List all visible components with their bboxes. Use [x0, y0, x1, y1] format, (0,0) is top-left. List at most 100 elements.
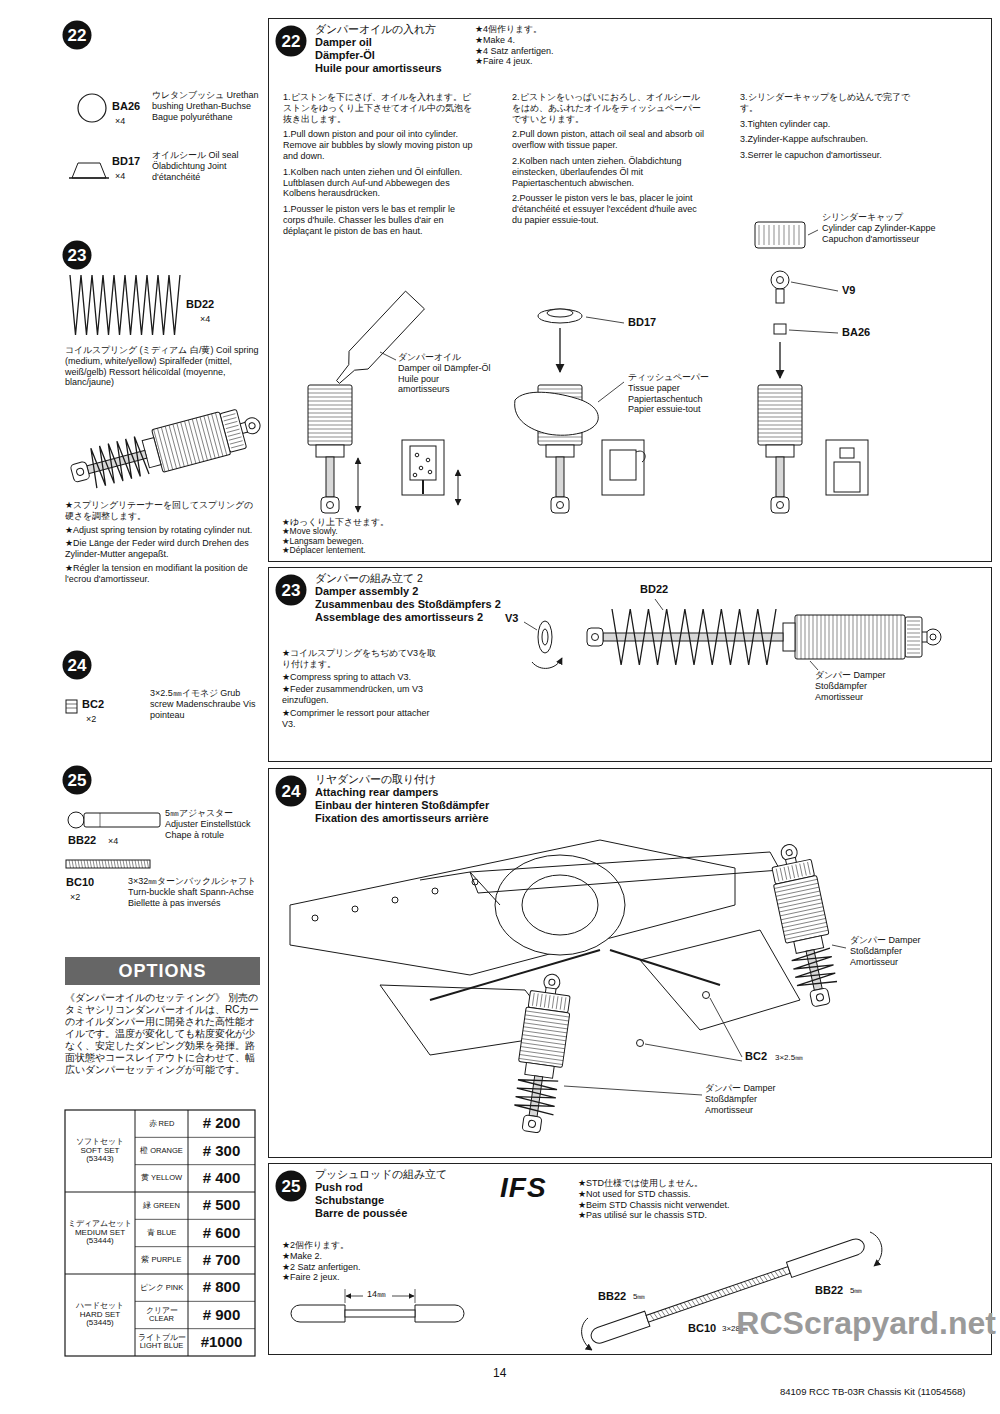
- cylinder-thread: [845, 615, 846, 659]
- cylinder-thread: [758, 429, 802, 430]
- thread-line: [737, 1284, 741, 1291]
- part-line: [227, 429, 240, 432]
- cylinder-thread: [308, 405, 352, 406]
- table-rule: [135, 1110, 136, 1356]
- table-cell: ピンク PINK: [135, 1274, 188, 1301]
- step-badge: 25: [275, 1170, 307, 1202]
- table-cell: クリアー CLEAR: [135, 1301, 188, 1328]
- step-2-figure: [515, 309, 645, 513]
- table-cell: 紫 PURPLE: [135, 1247, 188, 1274]
- rear-damper: [766, 840, 843, 1010]
- step-number: 24: [68, 657, 87, 674]
- note-text: ★Faire 4 jeux.: [475, 56, 605, 67]
- cylinder-thread: [841, 615, 842, 659]
- cylinder-thread: [849, 615, 850, 659]
- tissue-paper: [515, 392, 599, 435]
- cylinder-thread: [308, 425, 352, 426]
- cylinder-thread: [758, 433, 802, 434]
- table-cell: # 600: [188, 1219, 255, 1246]
- part-line: [794, 225, 795, 245]
- part-number: BC2: [82, 698, 104, 711]
- caption-text: ×2: [70, 892, 80, 903]
- thread-line: [771, 1272, 775, 1279]
- part-line: [804, 863, 807, 876]
- piston-rod: [776, 457, 784, 497]
- gearbox: [522, 875, 598, 935]
- thread-line: [114, 860, 116, 868]
- note-text: 2.Pull down piston, attach oil seal and …: [512, 129, 707, 151]
- step-panel: ダンパーの組み立て 2Damper assembly 2Zusammenbau …: [268, 567, 992, 762]
- band-title: OPTIONS: [118, 961, 206, 982]
- part-number: BC10: [66, 876, 94, 889]
- table-rule: [188, 1110, 189, 1356]
- thread-line: [102, 860, 104, 868]
- spring-retainer: [542, 629, 548, 645]
- leader-line: [808, 230, 818, 235]
- leader-line: [524, 622, 537, 630]
- note-text: ★Régler la tension en modifiant la posit…: [65, 563, 260, 585]
- part-number: BD22: [186, 298, 214, 311]
- note-text: ★Beim STD Chassis nicht verwendet.: [578, 1200, 788, 1211]
- tissue-paper: [636, 451, 645, 462]
- note-group: ★STD仕様では使用しません。★Not used for STD chassis…: [578, 1178, 788, 1221]
- note-text: ★STD仕様では使用しません。: [578, 1178, 788, 1189]
- cylinder-thread: [758, 413, 802, 414]
- thread-line: [718, 1290, 722, 1297]
- thread-line: [72, 860, 74, 868]
- thread-line: [680, 1303, 684, 1310]
- cylinder-thread: [797, 615, 798, 659]
- leader-line: [791, 282, 838, 291]
- urethane-bushing: [78, 94, 106, 122]
- rod-end-hole: [549, 979, 556, 986]
- cylinder-thread: [861, 615, 862, 659]
- dimension-line: [346, 1296, 363, 1297]
- note-text: 3.Zylinder-Kappe aufschrauben.: [740, 134, 910, 145]
- table-rule: [135, 1137, 255, 1138]
- table-cell: 赤 RED: [135, 1110, 188, 1137]
- cylinder-thread: [897, 615, 898, 659]
- damper-collar: [766, 445, 794, 457]
- part-line: [907, 641, 920, 642]
- caption-text: ダンパーオイル Damper oil Dämpfer-Öl Huile pour…: [398, 352, 493, 395]
- damper-cylinder: [773, 875, 829, 943]
- part-line: [780, 868, 783, 881]
- thread-line: [654, 1312, 658, 1319]
- note-text: ★Comprimer le ressort pour attacher V3.: [282, 708, 442, 730]
- oil-seal: [547, 309, 573, 317]
- step-badge: 24: [275, 775, 307, 807]
- thread-line: [733, 1285, 737, 1292]
- cylinder-thread: [308, 389, 352, 390]
- grub-screw: [703, 992, 710, 999]
- caption-text: ダンパー Damper Stoßdämpfer Amortisseur: [850, 935, 935, 967]
- step-1-figure: [308, 291, 458, 513]
- table-cell: ハードセット HARD SET (53445): [65, 1274, 135, 1356]
- cylinder-section: [410, 446, 436, 480]
- thread-line: [714, 1291, 718, 1298]
- drive-shaft: [430, 950, 600, 1000]
- part-line: [229, 437, 242, 440]
- rod-end-hole: [248, 422, 255, 429]
- damper-cylinder: [758, 385, 802, 445]
- note-text: 1.Kolben nach unten ziehen und Öl einfül…: [283, 167, 478, 199]
- table-cell: # 900: [188, 1301, 255, 1328]
- cylinder-thread: [538, 437, 582, 438]
- part-line: [224, 418, 237, 421]
- note-text: ★Move slowly.: [282, 527, 402, 536]
- caption-text: ×4: [115, 171, 125, 182]
- coil-spring: [70, 275, 180, 335]
- table-cell: 黄 YELLOW: [135, 1165, 188, 1192]
- cylinder-thread: [825, 615, 826, 659]
- step-title: Damper oil: [315, 36, 442, 49]
- motion-arrow: [458, 470, 459, 505]
- part-line: [759, 225, 760, 245]
- damper-cylinder: [519, 1007, 570, 1068]
- plate-hole: [392, 897, 398, 903]
- coil-spring: [612, 609, 776, 665]
- rod-end-eye: [771, 271, 789, 289]
- plate-hole: [432, 888, 438, 894]
- panel-title: プッシュロッドの組み立てPush rodSchubstangeBarre de …: [315, 1168, 447, 1220]
- table-cell: ミディアムセット MEDIUM SET (53444): [65, 1192, 135, 1274]
- note-text: ★Make 4.: [475, 35, 605, 46]
- table-rule: [135, 1301, 255, 1302]
- note-group: ★ゆっくり上下させます。★Move slowly.★Langsam bewege…: [282, 518, 402, 555]
